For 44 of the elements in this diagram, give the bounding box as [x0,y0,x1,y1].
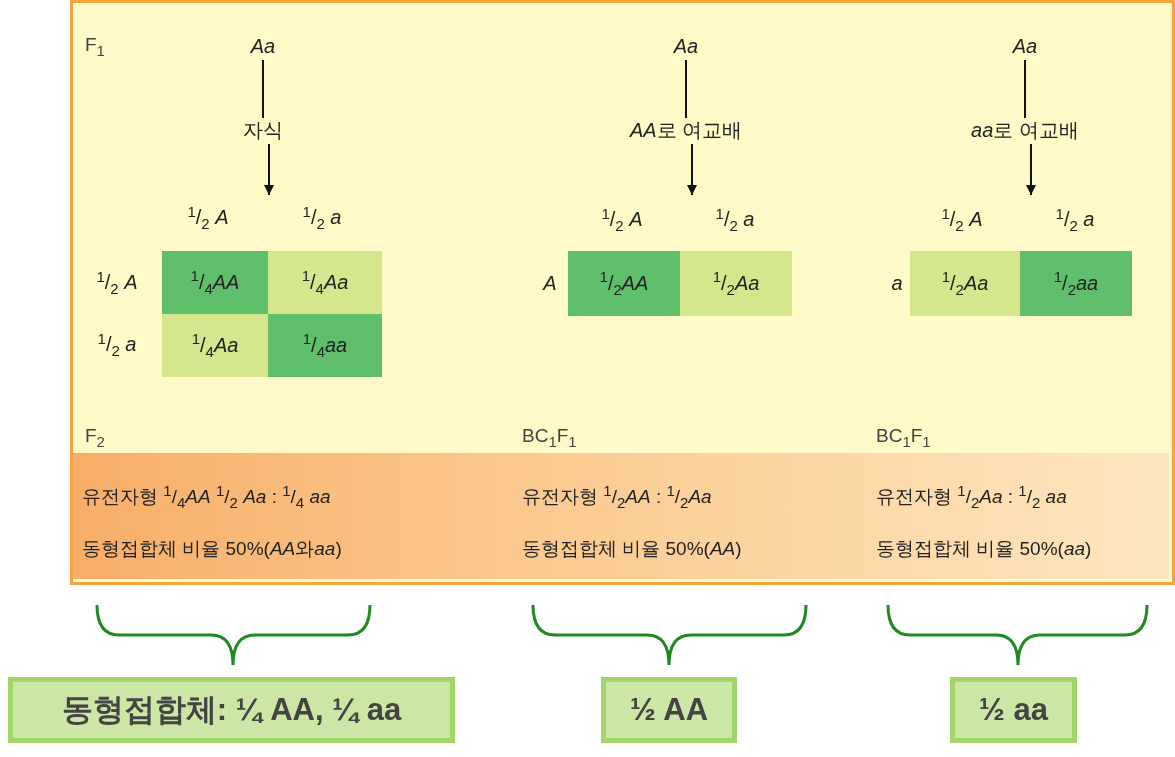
generation-label: F$_{2}$ [85,425,105,451]
arrow [687,143,697,196]
generation-label: F$_{1}$ [85,34,105,60]
step-label: 자식 [243,118,283,142]
allele-label: $^{1}$/$_{2}$ a [97,329,137,361]
step-label: aa로 여교배 [971,118,1079,142]
allele-label: $^{1}$/$_{2}$ A [96,267,138,299]
genotype-cell: $^{1}$/$_{2}$Aa [680,251,792,316]
generation-label: BC$_{1}$F$_{1}$ [522,425,577,451]
genotype-cell: $^{1}$/$_{4}$AA [162,251,268,314]
summary-box: 동형접합체: ¼ AA, ¼ aa [8,677,455,743]
step-label: Aa [673,34,699,58]
arrow [1026,143,1036,196]
step-label: AA로 여교배 [629,118,743,142]
allele-label: a [891,271,903,295]
genotype-ratio: 유전자형 $^{1}$/$_{2}$AA : $^{1}$/$_{2}$Aa [522,481,712,513]
homozygote-ratio: 동형접합체 비율 50%(AA) [522,537,742,561]
genotype-cell: $^{1}$/$_{4}$Aa [162,314,268,377]
allele-label: $^{1}$/$_{2}$ a [715,204,755,236]
allele-label: A [543,271,557,295]
connector-line [1024,59,1026,119]
summary-box: ½ AA [601,677,737,743]
connector-line [262,59,264,119]
genotype-cell: $^{1}$/$_{4}$Aa [268,251,382,314]
arrow [264,143,274,196]
genotype-ratio: 유전자형 $^{1}$/$_{4}$AA $^{1}$/$_{2}$ Aa : $^{1}$/$_{4}$ aa [82,481,331,513]
genotype-cell: $^{1}$/$_{4}$aa [268,314,382,377]
allele-label: $^{1}$/$_{2}$ A [187,202,229,234]
generation-label: BC$_{1}$F$_{1}$ [876,425,931,451]
genotype-cell: $^{1}$/$_{2}$Aa [910,251,1020,316]
step-label: Aa [1012,34,1038,58]
genotype-cell: $^{1}$/$_{2}$AA [568,251,680,316]
homozygote-ratio: 동형접합체 비율 50%(AA와aa) [82,537,342,561]
connector-line [685,59,687,119]
allele-label: $^{1}$/$_{2}$ a [302,202,342,234]
step-label: Aa [250,34,276,58]
homozygote-ratio: 동형접합체 비율 50%(aa) [876,537,1092,561]
allele-label: $^{1}$/$_{2}$ A [601,204,643,236]
allele-label: $^{1}$/$_{2}$ A [941,204,983,236]
genotype-cell: $^{1}$/$_{2}$aa [1020,251,1132,316]
allele-label: $^{1}$/$_{2}$ a [1055,204,1095,236]
genotype-ratio: 유전자형 $^{1}$/$_{2}$Aa : $^{1}$/$_{2}$ aa [876,481,1067,513]
summary-box: ½ aa [950,677,1077,743]
result-band [73,453,1169,579]
